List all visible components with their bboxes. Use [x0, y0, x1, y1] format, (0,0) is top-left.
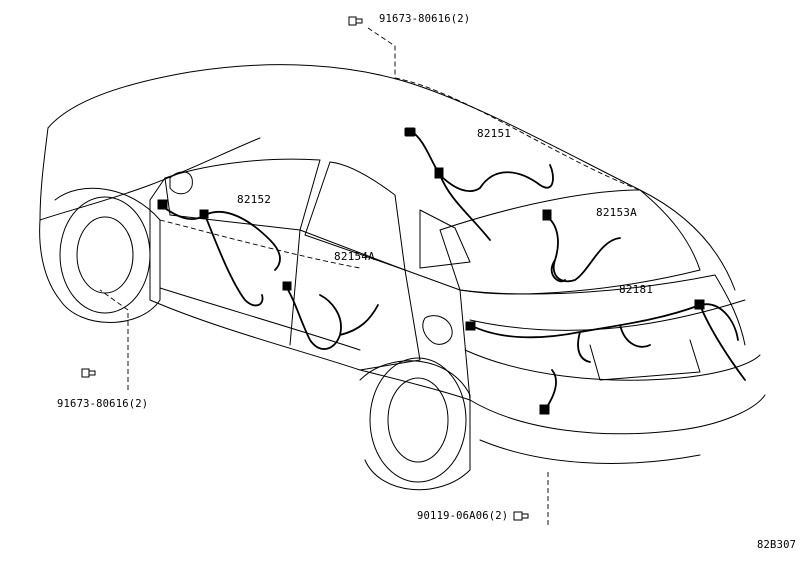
connector-82151-b	[434, 167, 444, 179]
front-window	[164, 158, 321, 231]
fastener-label-left: 91673-80616(2)	[57, 398, 149, 410]
harness-82153A	[544, 214, 621, 283]
harness-82154A	[284, 284, 379, 350]
figure-code: 82B307	[757, 539, 797, 551]
rear-glass	[439, 189, 701, 295]
connector-82152-a	[157, 199, 168, 210]
connector-82154A	[282, 281, 292, 291]
rear-wheel	[369, 357, 467, 483]
rear-bumper	[469, 394, 766, 435]
side-mirror	[169, 171, 193, 195]
part-label-82153A: 82153A	[596, 206, 637, 219]
trunk-lid	[459, 274, 746, 346]
harness-82181	[469, 303, 746, 411]
connector-82153A	[542, 209, 552, 221]
leader-bolt-top	[367, 27, 396, 78]
harness-82152	[159, 204, 281, 307]
connector-82151-a	[404, 127, 416, 137]
car-roof-outline	[47, 64, 736, 291]
rear-door	[299, 229, 421, 371]
connector-82181-b	[694, 299, 705, 310]
connector-82152-b	[199, 209, 209, 219]
car-hood-outline	[39, 127, 261, 221]
leader-bolt-left	[99, 289, 129, 390]
harness-82151	[409, 129, 554, 241]
front-wheel	[59, 196, 151, 314]
car-side-outline	[149, 299, 471, 401]
part-label-82154A: 82154A	[334, 250, 375, 263]
part-label-82151: 82151	[477, 127, 512, 140]
part-label-82181: 82181	[619, 283, 654, 296]
fuel-door	[422, 315, 453, 345]
part-label-82152: 82152	[237, 193, 272, 206]
fastener-label-bottom: 90119-06A06(2)	[417, 510, 509, 522]
connector-82181-a	[465, 321, 476, 331]
connector-82181-c	[539, 404, 550, 415]
clip-icon-bottom	[513, 511, 529, 521]
bolt-icon-top	[348, 16, 363, 26]
rear-window	[304, 161, 406, 271]
fastener-label-top: 91673-80616(2)	[379, 13, 471, 25]
bolt-icon-left	[81, 368, 96, 378]
